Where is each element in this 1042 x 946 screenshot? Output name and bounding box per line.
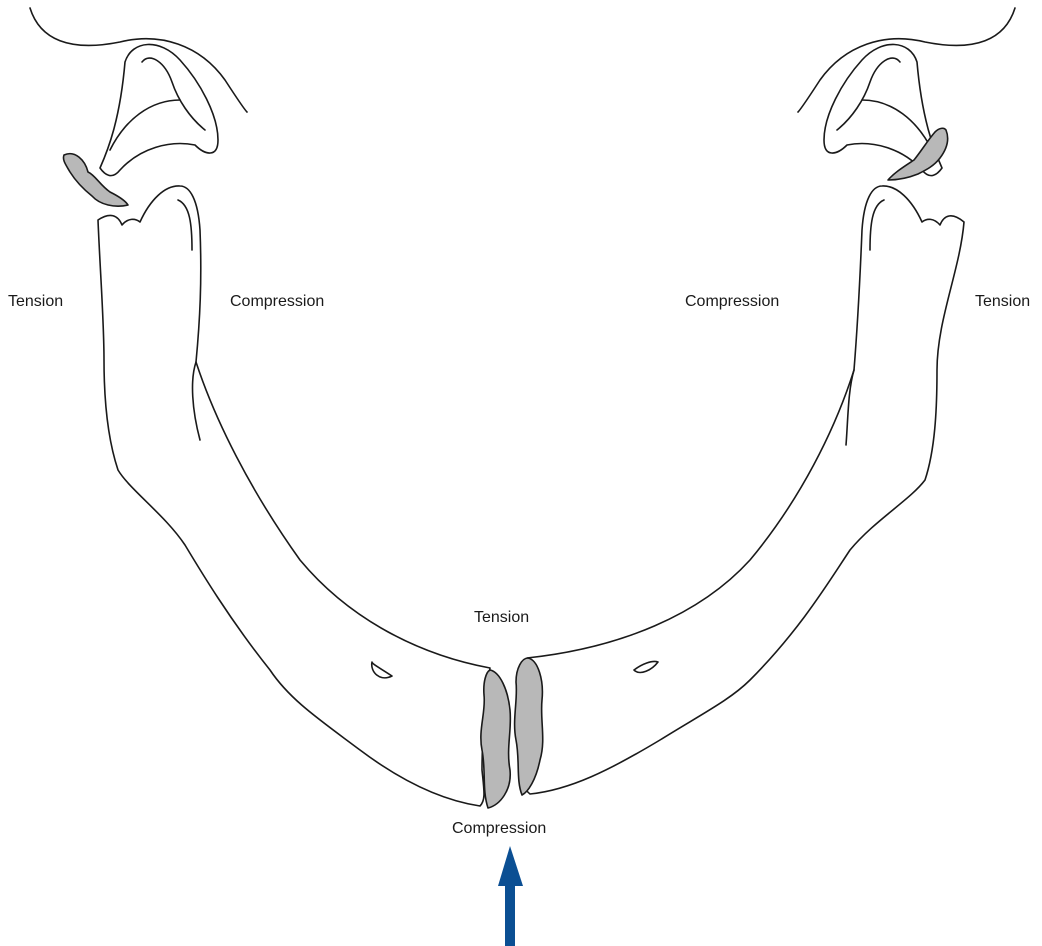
label-symphysis-compression: Compression [452,820,546,837]
label-left-ramus-compression: Compression [230,293,324,310]
arrow-up-icon [498,846,523,946]
symphysis-fracture-fragment-left [481,670,511,808]
label-right-ramus-tension: Tension [975,293,1030,310]
label-right-ramus-compression: Compression [685,293,779,310]
left-hemimandible [98,186,490,806]
right-hemimandible [522,186,964,794]
left-articular-eminence [100,44,218,175]
label-symphysis-tension: Tension [474,609,529,626]
label-left-ramus-tension: Tension [8,293,63,310]
